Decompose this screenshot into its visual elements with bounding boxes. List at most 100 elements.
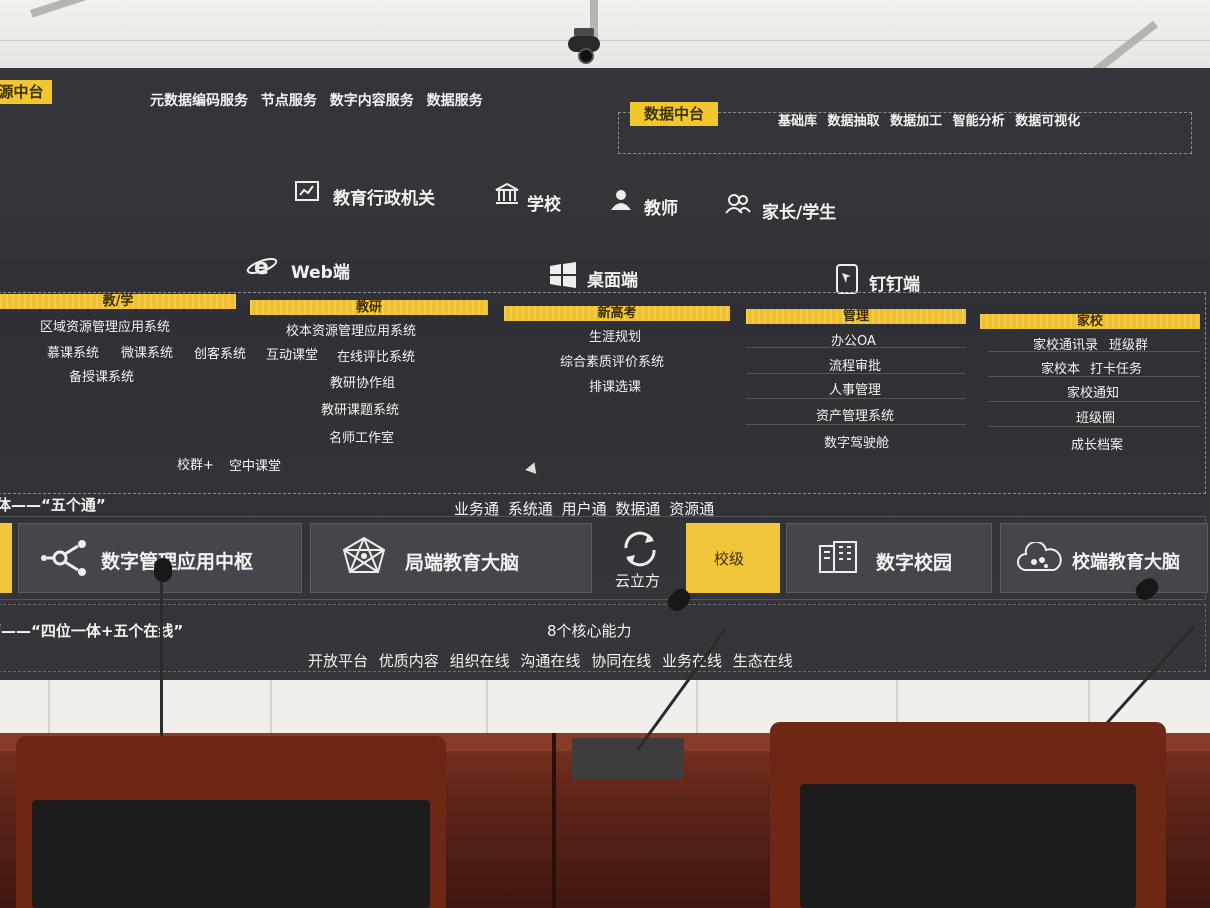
svg-text:e: e <box>254 255 269 280</box>
app-item: 微课系统 <box>121 346 174 361</box>
led-screen: 源中台 元数据编码服务 节点服务 数字内容服务 数据服务 数据中台 基础库 数据… <box>0 68 1210 680</box>
top-left-items: 元数据编码服务 节点服务 数字内容服务 数据服务 <box>150 90 483 110</box>
row-divider <box>746 424 966 425</box>
row-divider <box>988 401 1200 402</box>
bottom-items: 开放平台 优质内容 组织在线 沟通在线 协同在线 业务在线 生态在线 <box>308 650 793 671</box>
app-item: 校群+ <box>177 458 214 473</box>
top-left-item: 数据服务 <box>426 93 483 109</box>
column-head-new-exam: 新高考 <box>504 306 730 321</box>
tile-edge-yellow <box>0 523 12 593</box>
app-item: 区域资源管理应用系统 <box>40 320 171 335</box>
app-item: 名师工作室 <box>329 431 395 446</box>
wall-seam <box>48 680 50 738</box>
app-item: 空中课堂 <box>229 459 282 474</box>
row-divider <box>746 373 966 374</box>
top-left-item: 元数据编码服务 <box>150 93 248 109</box>
app-item: 办公OA <box>831 334 876 349</box>
user-label-school: 学校 <box>527 195 561 215</box>
apps-frame <box>0 292 1206 494</box>
row-divider <box>746 398 966 399</box>
app-item: 生涯规划 <box>589 330 642 345</box>
ceiling-camera-icon <box>566 28 602 64</box>
user-label-parent-student: 家长/学生 <box>762 203 837 223</box>
client-label-dingtalk: 钉钉端 <box>869 275 920 295</box>
microphone-stem <box>160 580 163 740</box>
app-item: 教研协作组 <box>330 376 396 391</box>
tile-school-brain <box>1000 523 1208 593</box>
tile-school-level <box>686 523 780 593</box>
bottom-item: 生态在线 <box>732 652 793 670</box>
person-icon <box>608 188 634 216</box>
user-label-admin: 教育行政机关 <box>333 189 435 209</box>
app-item: 班级圈 <box>1076 411 1116 426</box>
ceiling-light-strip <box>590 0 598 50</box>
top-right-item: 数据可视化 <box>1015 114 1081 129</box>
sync-arrows-icon <box>620 530 660 572</box>
tile-hub-label: 数字管理应用中枢 <box>101 551 254 573</box>
client-label-web: Web端 <box>291 263 350 283</box>
microphone-base <box>572 738 684 780</box>
core-capabilities-label: 8个核心能力 <box>547 622 632 640</box>
app-item: 综合素质评价系统 <box>560 355 665 370</box>
app-item: 教研课题系统 <box>321 403 400 418</box>
office-building-icon <box>818 540 860 578</box>
data-platform-frame <box>618 112 1192 154</box>
school-level-label: 校级 <box>714 550 745 568</box>
document-chart-icon <box>294 180 320 208</box>
browser-e-icon: e <box>245 252 279 284</box>
app-item: 家校通知 <box>1067 386 1120 401</box>
cloud-brain-icon <box>1016 540 1062 578</box>
five-link-item: 系统通 <box>507 500 553 518</box>
chair-right <box>770 722 1166 908</box>
tile-digital-campus-label: 数字校园 <box>876 552 953 574</box>
column-head-research: 教研 <box>250 300 488 315</box>
app-item: 校本资源管理应用系统 <box>286 324 417 339</box>
app-item: 在线评比系统 <box>337 350 416 365</box>
app-item: 人事管理 <box>829 383 882 398</box>
bottom-title: 营——“四位一体+五个在线” <box>0 622 184 640</box>
app-item: 慕课系统 <box>47 346 100 361</box>
column-head-home-school: 家校 <box>980 314 1200 329</box>
top-left-item: 数字内容服务 <box>329 93 414 109</box>
bottom-item: 协同在线 <box>591 652 652 670</box>
five-link-item: 资源通 <box>669 500 715 518</box>
wall-seam <box>696 680 698 738</box>
top-left-item: 节点服务 <box>260 93 317 109</box>
top-right-item: 数据加工 <box>890 114 943 129</box>
five-links-items: 业务通 系统通 用户通 数据通 资源通 <box>454 498 714 519</box>
app-item: 成长档案 <box>1071 438 1124 453</box>
resource-platform-tag: 源中台 <box>0 80 52 104</box>
top-bar <box>0 68 1210 160</box>
wall-seam <box>486 680 488 738</box>
bottom-frame <box>0 604 1206 672</box>
top-right-item: 智能分析 <box>952 114 1005 129</box>
app-item: 家校本 <box>1041 362 1081 377</box>
app-item: 数字驾驶舱 <box>824 436 890 451</box>
bottom-item: 优质内容 <box>378 652 439 670</box>
bottom-item: 沟通在线 <box>520 652 581 670</box>
network-hub-icon <box>40 538 90 582</box>
ceiling-light-strip <box>30 0 90 18</box>
five-links-title: 体——“五个通” <box>0 496 106 514</box>
five-link-item: 数据通 <box>615 500 661 518</box>
row-divider <box>988 376 1200 377</box>
app-item: 排课选课 <box>589 380 642 395</box>
bottom-item: 开放平台 <box>308 652 369 670</box>
wall-seam <box>896 680 898 738</box>
tile-school-brain-label: 校端教育大脑 <box>1072 552 1180 573</box>
column-head-management: 管理 <box>746 309 966 324</box>
tile-local-brain-label: 局端教育大脑 <box>405 552 520 574</box>
bottom-item: 组织在线 <box>449 652 510 670</box>
user-label-teacher: 教师 <box>644 199 678 219</box>
data-platform-tag: 数据中台 <box>630 102 718 126</box>
client-label-desktop: 桌面端 <box>587 271 638 291</box>
people-icon <box>724 192 752 220</box>
ceiling-grid-line <box>0 40 1210 41</box>
wall-seam <box>270 680 272 738</box>
chair-left <box>16 736 446 908</box>
building-columns-icon <box>494 182 520 210</box>
row-divider <box>988 426 1200 427</box>
desk-seam <box>552 733 556 908</box>
row-divider <box>988 351 1200 352</box>
top-right-items: 基础库 数据抽取 数据加工 智能分析 数据可视化 <box>778 110 1080 129</box>
